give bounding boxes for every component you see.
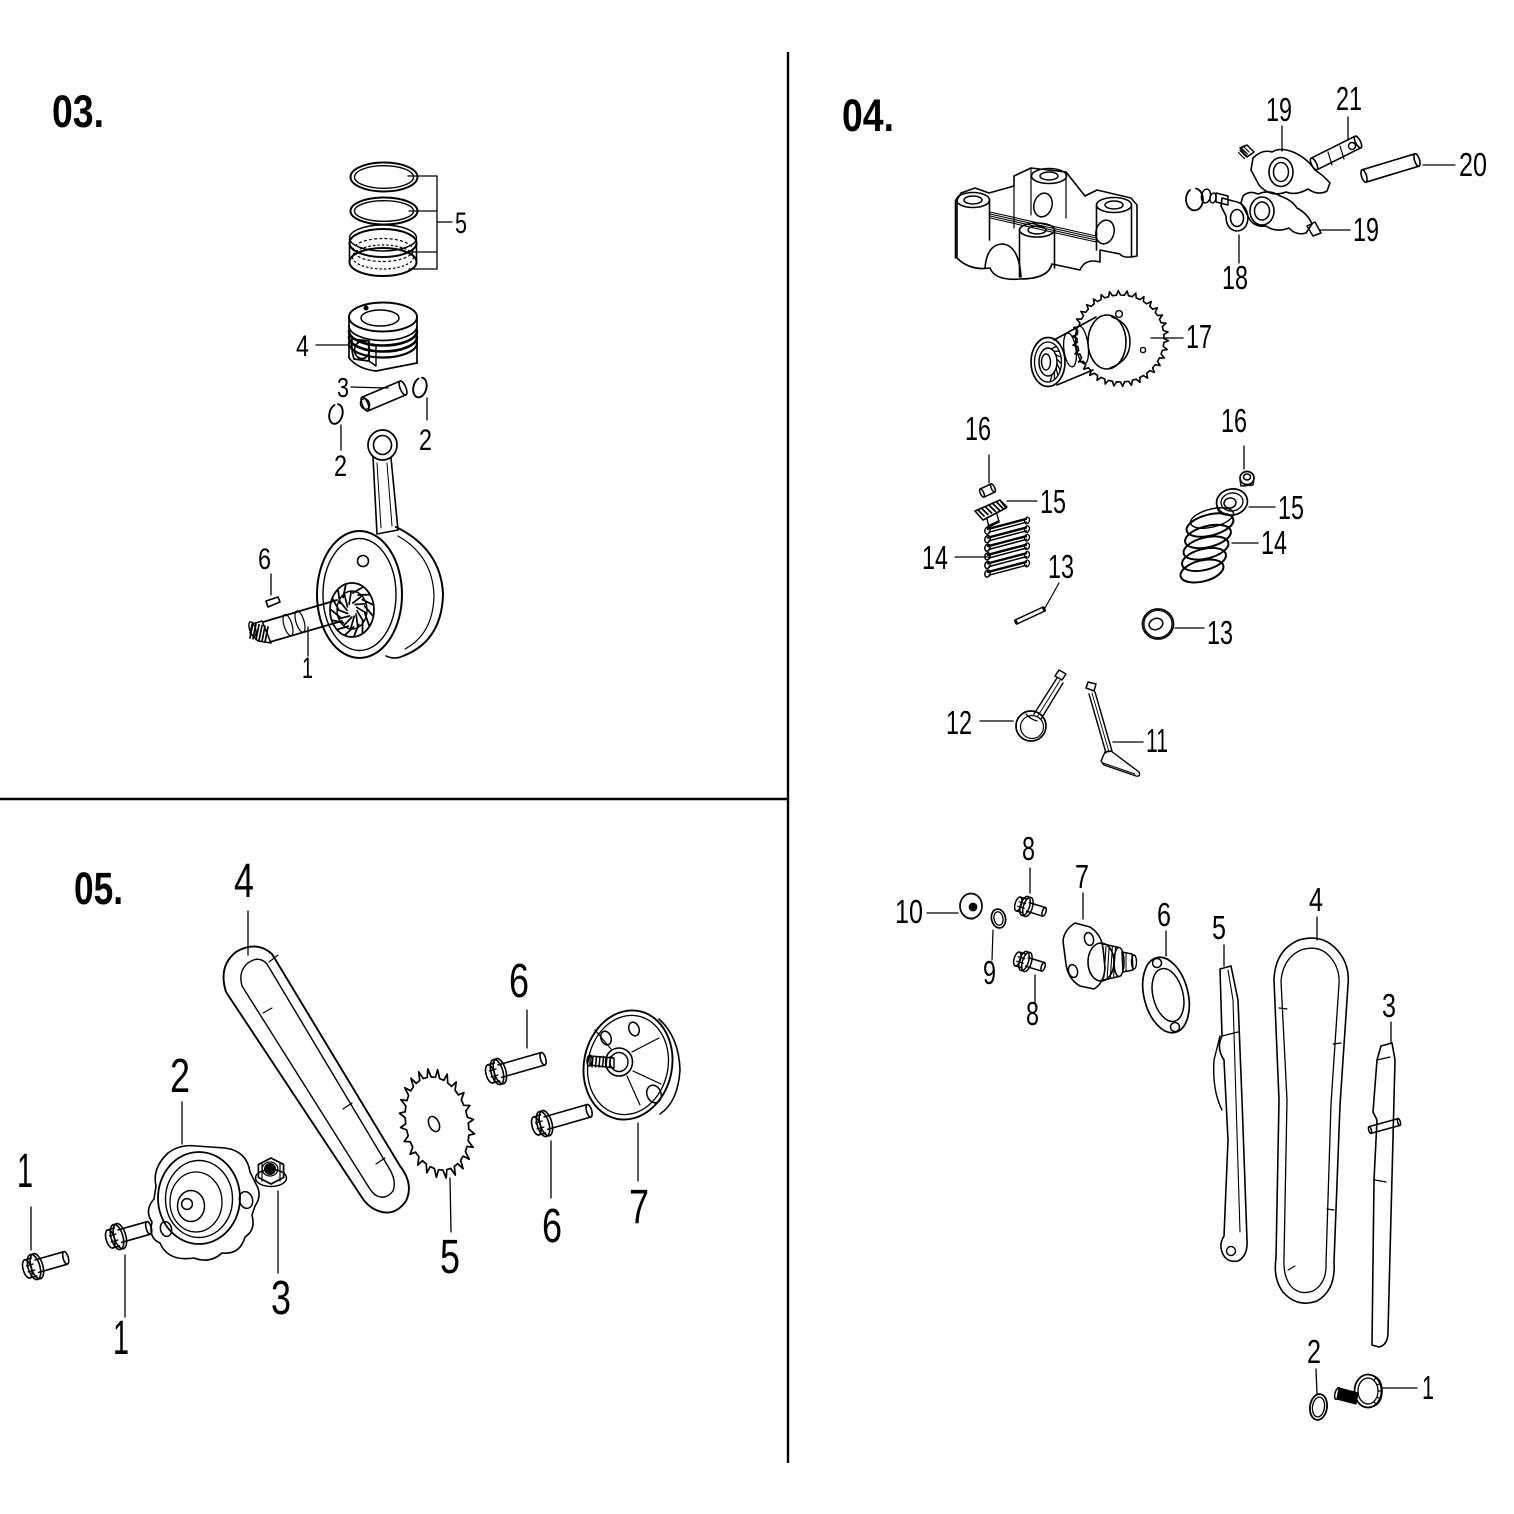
- svg-text:16: 16: [1221, 402, 1247, 439]
- svg-text:6: 6: [258, 543, 271, 576]
- svg-text:1: 1: [113, 1312, 129, 1365]
- svg-text:8: 8: [1026, 995, 1039, 1032]
- svg-text:1: 1: [17, 1145, 33, 1198]
- svg-text:14: 14: [922, 539, 948, 576]
- svg-text:20: 20: [1459, 146, 1487, 183]
- svg-text:5: 5: [440, 1231, 460, 1284]
- svg-text:17: 17: [1186, 318, 1212, 355]
- svg-text:4: 4: [296, 330, 309, 363]
- svg-text:19: 19: [1353, 211, 1379, 248]
- svg-text:18: 18: [1222, 259, 1248, 296]
- svg-text:1: 1: [1422, 1369, 1434, 1406]
- svg-text:13: 13: [1048, 548, 1074, 585]
- svg-text:6: 6: [509, 955, 529, 1008]
- svg-text:12: 12: [946, 704, 972, 741]
- svg-text:5: 5: [1212, 909, 1226, 946]
- svg-text:2: 2: [419, 424, 432, 457]
- svg-text:7: 7: [1075, 858, 1089, 895]
- svg-text:19: 19: [1266, 91, 1292, 128]
- svg-text:2: 2: [1307, 1333, 1321, 1370]
- svg-text:05.: 05.: [74, 863, 123, 914]
- svg-text:15: 15: [1040, 483, 1066, 520]
- svg-text:6: 6: [1157, 896, 1171, 933]
- svg-text:3: 3: [337, 372, 349, 403]
- svg-text:3: 3: [271, 1272, 291, 1325]
- svg-text:10: 10: [895, 893, 923, 930]
- svg-text:2: 2: [334, 450, 347, 483]
- svg-text:13: 13: [1207, 614, 1233, 651]
- svg-text:4: 4: [1309, 881, 1323, 918]
- svg-text:04.: 04.: [842, 90, 894, 141]
- svg-text:03.: 03.: [52, 86, 104, 137]
- svg-text:5: 5: [455, 207, 467, 240]
- svg-text:15: 15: [1278, 489, 1304, 526]
- svg-text:6: 6: [542, 1200, 562, 1253]
- svg-text:21: 21: [1336, 80, 1362, 117]
- svg-text:1: 1: [302, 652, 313, 685]
- svg-text:14: 14: [1261, 524, 1287, 561]
- svg-text:8: 8: [1022, 830, 1035, 867]
- svg-text:16: 16: [965, 410, 991, 447]
- svg-text:7: 7: [629, 1181, 649, 1234]
- svg-text:3: 3: [1382, 987, 1396, 1024]
- svg-text:2: 2: [170, 1050, 190, 1103]
- svg-text:11: 11: [1146, 722, 1168, 759]
- svg-text:9: 9: [983, 954, 996, 991]
- svg-text:4: 4: [234, 855, 254, 908]
